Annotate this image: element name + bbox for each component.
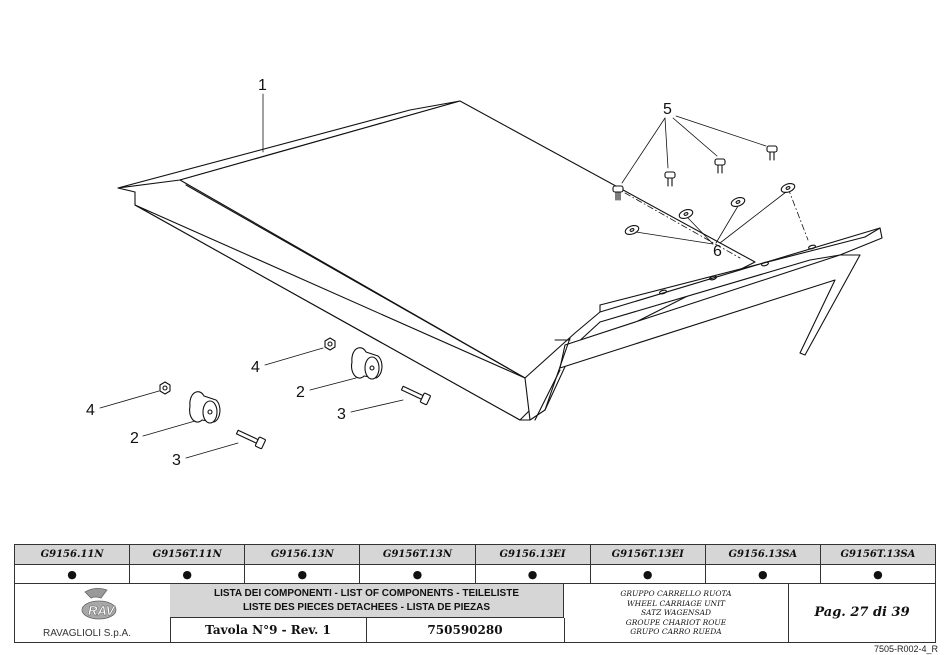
bolt-part-3: [235, 385, 431, 450]
list-title-line-2: LISTE DES PIECES DETACHEES - LISTA DE PI…: [242, 602, 491, 613]
clip-nut-part-6: [624, 182, 796, 236]
model-mark-row: ● ● ● ● ● ● ● ●: [13, 564, 937, 584]
applicability-mark: ●: [244, 564, 361, 584]
assembly-guide-lines: [624, 187, 809, 259]
callout-2: 2: [296, 384, 305, 401]
table-revision: Tavola N°9 - Rev. 1: [170, 618, 367, 642]
drawing-code: 750590280: [366, 618, 565, 642]
exploded-view-drawing: 1 5 6 4 2 3 4 2 3: [86, 77, 883, 469]
applicability-mark: ●: [819, 564, 937, 584]
ravaglioli-logo: RAV: [81, 588, 117, 620]
model-code: G9156.13N: [244, 544, 361, 565]
model-code: G9156.13EI: [474, 544, 591, 565]
model-applicability-table: G9156.11N G9156T.11N G9156.13N G9156T.13…: [13, 544, 937, 584]
model-code: G9156.11N: [13, 544, 131, 565]
document-reference: 7505-R002-4_R: [873, 644, 938, 654]
callout-3: 3: [172, 452, 181, 469]
group-name-fr: GROUPE CHARIOT ROUE: [625, 617, 727, 627]
applicability-mark: ●: [704, 564, 821, 584]
model-code: G9156T.13SA: [819, 544, 937, 565]
group-name-en: WHEEL CARRIAGE UNIT: [626, 598, 726, 608]
company-name: RAVAGLIOLI S.p.A.: [43, 628, 131, 639]
callout-4: 4: [251, 359, 260, 376]
cover-plate-part: [117, 100, 883, 421]
group-name-es: GRUPO CARRO RUEDA: [630, 627, 722, 636]
callout-5: 5: [663, 101, 672, 118]
model-code: G9156T.13N: [359, 544, 476, 565]
page-number: Pag. 27 di 39: [814, 605, 910, 620]
logo-cell: RAV RAVAGLIOLI S.p.A.: [15, 584, 171, 642]
model-code-row: G9156.11N G9156T.11N G9156.13N G9156T.13…: [13, 544, 937, 565]
callout-2: 2: [130, 430, 139, 447]
screw-part-5: [612, 145, 778, 201]
list-title-line-1: LISTA DEI COMPONENTI - LIST OF COMPONENT…: [214, 588, 519, 599]
callout-3: 3: [337, 406, 346, 423]
group-name-de: SATZ WAGENSAD: [640, 608, 712, 617]
spacer-part-2: [189, 347, 383, 424]
applicability-mark: ●: [129, 564, 246, 584]
applicability-mark: ●: [474, 564, 591, 584]
nut-part-4: [159, 337, 336, 395]
model-code: G9156.13SA: [704, 544, 821, 565]
leader-lines: [99, 93, 787, 459]
model-code: G9156T.13EI: [589, 544, 706, 565]
callout-1: 1: [258, 77, 267, 94]
callout-6: 6: [713, 243, 722, 260]
group-description: GRUPPO CARRELLO RUOTA WHEEL CARRIAGE UNI…: [564, 584, 789, 642]
title-block: RAV RAVAGLIOLI S.p.A. LISTA DEI COMPONEN…: [14, 583, 936, 643]
svg-text:RAV: RAV: [88, 603, 116, 618]
list-title: LISTA DEI COMPONENTI - LIST OF COMPONENT…: [170, 584, 564, 618]
group-name-it: GRUPPO CARRELLO RUOTA: [620, 589, 732, 598]
applicability-mark: ●: [359, 564, 476, 584]
model-code: G9156T.11N: [129, 544, 246, 565]
applicability-mark: ●: [13, 564, 131, 584]
applicability-mark: ●: [589, 564, 706, 584]
callout-4: 4: [86, 402, 95, 419]
